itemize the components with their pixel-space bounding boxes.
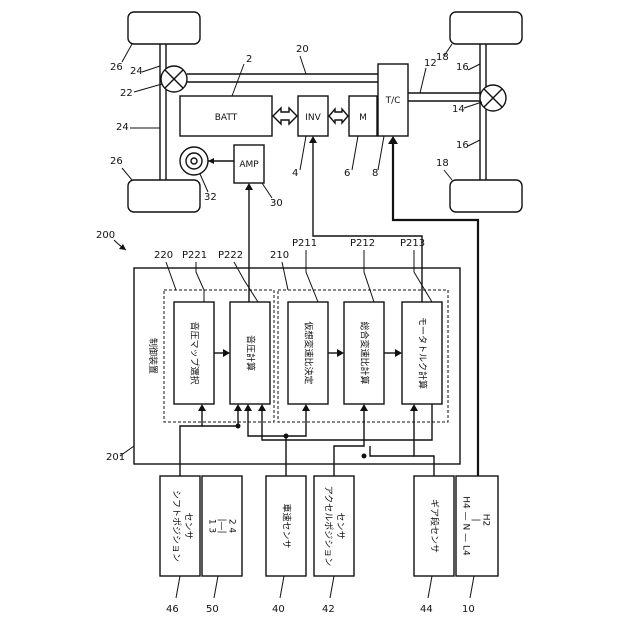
ref-24a: 24 <box>130 66 143 77</box>
gear-selector-row-3: H2 <box>481 514 491 527</box>
ref-26b: 26 <box>110 156 123 167</box>
shift-gate-row-3: 2 4 <box>227 519 237 534</box>
ref-26a: 26 <box>110 62 123 73</box>
amp-label: AMP <box>239 160 259 170</box>
ref-18b: 18 <box>436 158 449 169</box>
leader-50 <box>214 576 218 598</box>
leader-6 <box>352 136 358 170</box>
arrowhead-p213-inv <box>309 136 317 143</box>
leader-20 <box>300 56 306 74</box>
transfer-case-label: T/C <box>385 96 401 106</box>
gear-selector-row-2: | <box>471 518 481 521</box>
leader-10 <box>470 576 474 598</box>
accel-position-sensor-label-1: アクセルポジション <box>323 486 334 567</box>
leader-24a <box>142 66 160 72</box>
leader-18b <box>444 170 452 180</box>
ref-4: 4 <box>292 168 298 179</box>
battery-label: BATT <box>215 113 238 123</box>
wheel-front-right <box>450 12 522 44</box>
ref-44: 44 <box>420 604 433 615</box>
junction-speed <box>284 434 289 439</box>
ref-42: 42 <box>322 604 335 615</box>
ref-8: 8 <box>372 168 378 179</box>
junction-gear <box>362 454 367 459</box>
leader-2 <box>232 64 244 96</box>
inverter-label: INV <box>305 113 321 123</box>
leader-22 <box>134 84 162 92</box>
leader-46 <box>176 576 180 598</box>
leader-8 <box>378 136 384 170</box>
block-sound-pressure-calc-label: 音圧計算 <box>245 335 257 371</box>
arrowhead-p222-amp <box>245 183 253 190</box>
control-device-title: 制御装置 <box>147 338 159 374</box>
speaker-inner <box>191 158 197 164</box>
leader-32 <box>200 174 208 192</box>
accel-position-sensor-label-2: センサ <box>335 512 346 539</box>
ref-40: 40 <box>272 604 285 615</box>
battery-inverter-link <box>273 108 297 124</box>
wheel-rear-left <box>128 180 200 212</box>
ref-24b: 24 <box>116 122 129 133</box>
leader-42 <box>330 576 334 598</box>
ref-P221: P221 <box>182 250 207 261</box>
ref-20: 20 <box>296 44 309 55</box>
ref-30: 30 <box>270 198 283 209</box>
ref-22: 22 <box>120 88 133 99</box>
leader-40 <box>280 576 284 598</box>
motor-label: M <box>359 113 367 123</box>
wheel-front-left <box>128 12 200 44</box>
shift-gate-row-2: |—| <box>217 518 227 533</box>
ref-14: 14 <box>452 104 465 115</box>
leader-12 <box>420 68 426 93</box>
leader-26b <box>122 168 132 180</box>
leader-44 <box>428 576 432 598</box>
ref-2: 2 <box>246 54 252 65</box>
accel-position-sensor-box <box>314 476 354 576</box>
amp-speaker-arrow <box>208 158 214 164</box>
vehicle-speed-sensor-label: 車速センサ <box>281 503 293 548</box>
ref-210: 210 <box>270 250 289 261</box>
shift-position-sensor-label-1: シフトポジション <box>171 490 182 562</box>
ref-32: 32 <box>204 192 217 203</box>
leader-26a <box>122 44 132 62</box>
block-virtual-ratio-label: 仮想変速比決定 <box>303 321 315 384</box>
shift-gate-row-1: 1 3 <box>207 519 217 533</box>
ref-46: 46 <box>166 604 179 615</box>
ref-P222: P222 <box>218 250 243 261</box>
wheel-rear-right <box>450 180 522 212</box>
inverter-motor-link <box>329 109 348 123</box>
ref-16b: 16 <box>456 140 469 151</box>
block-motor-torque-label: モータトルク計算 <box>417 317 429 389</box>
ref-P211: P211 <box>292 238 317 249</box>
ref-220: 220 <box>154 250 173 261</box>
leader-16a <box>468 64 480 70</box>
leader-4 <box>300 136 306 170</box>
block-total-ratio-label: 総合変速比計算 <box>359 321 371 384</box>
ref-50: 50 <box>206 604 219 615</box>
gear-selector-row-1: H4 — N — L4 <box>461 496 471 556</box>
ref-16a: 16 <box>456 62 469 73</box>
junction-shift <box>236 424 241 429</box>
shift-position-sensor-label-2: センサ <box>183 512 194 539</box>
ref-201: 201 <box>106 452 125 463</box>
ref-200: 200 <box>96 230 115 241</box>
block-sound-map-select-label: 音圧マップ選択 <box>189 321 201 384</box>
ref-18a: 18 <box>436 52 449 63</box>
ref-12: 12 <box>424 58 437 69</box>
gear-stage-sensor-label: ギア段センサ <box>429 499 441 553</box>
ref-P212: P212 <box>350 238 375 249</box>
ref-6: 6 <box>344 168 350 179</box>
arrowhead-gear-tc <box>388 136 398 144</box>
ref-10: 10 <box>462 604 475 615</box>
leader-201 <box>120 446 134 456</box>
leader-16b <box>468 140 480 146</box>
leader-30 <box>262 183 272 198</box>
